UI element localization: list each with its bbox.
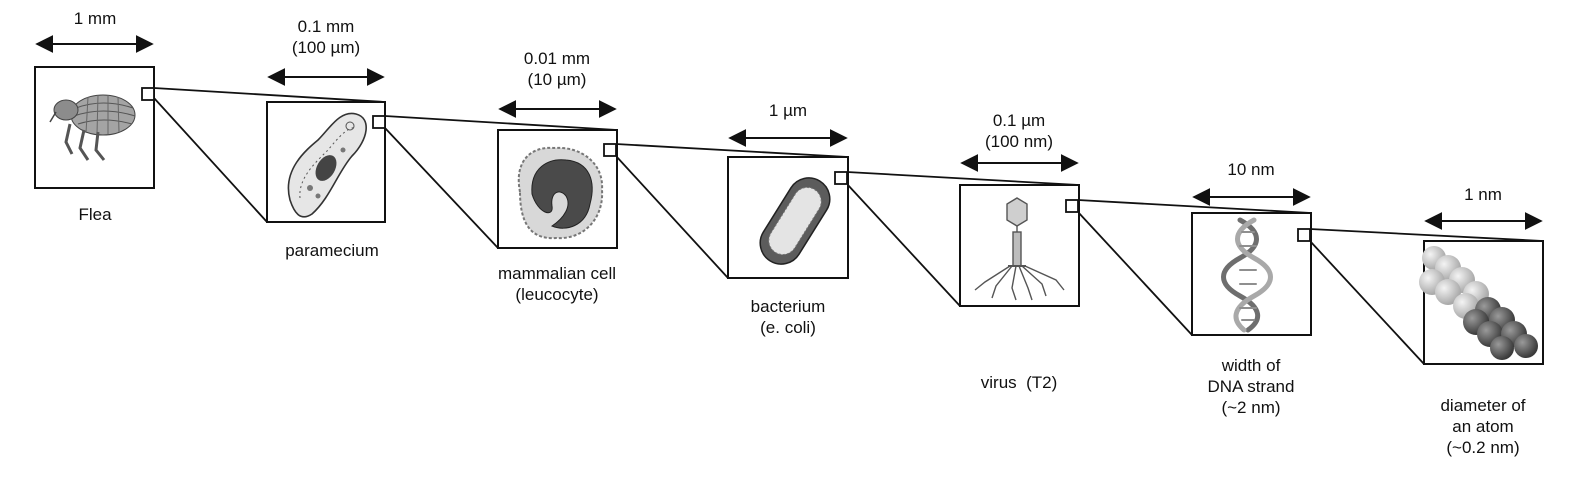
- scale-label-paramecium: 0.1 mm (100 µm): [291, 17, 361, 57]
- scale-label-mammalian-cell: 0.01 mm (10 µm): [523, 49, 591, 89]
- organism-label-dna: width of DNA strand (~2 nm): [1207, 356, 1295, 417]
- organism-label-flea: Flea: [78, 205, 112, 224]
- flea-icon: [49, 94, 136, 161]
- scale-label-flea: 1 mm: [73, 9, 117, 28]
- scale-label-bacterium: 1 µm: [768, 101, 808, 120]
- organism-label-virus: virus (T2): [980, 373, 1058, 392]
- atom-icon: [1419, 246, 1538, 360]
- organism-label-bacterium: bacterium (e. coli): [750, 297, 826, 337]
- dna-icon: [1221, 217, 1273, 333]
- scale-label-virus: 0.1 µm (100 nm): [984, 111, 1054, 151]
- organism-label-atom: diameter of an atom (~0.2 nm): [1440, 396, 1526, 457]
- leucocyte-icon: [517, 146, 604, 240]
- bacterium-icon: [759, 177, 831, 265]
- zoom-boxes: [141, 87, 1311, 242]
- paramecium-icon: [287, 112, 367, 218]
- scale-label-atom: 1 nm: [1464, 185, 1502, 204]
- virus-icon: [974, 197, 1065, 301]
- zoom-connectors: [153, 87, 1544, 365]
- organism-label-paramecium: paramecium: [285, 241, 379, 260]
- scale-label-dna: 10 nm: [1227, 160, 1275, 179]
- organism-label-mammalian-cell: mammalian cell (leucocyte): [497, 264, 617, 304]
- dna-panel: [1191, 212, 1312, 336]
- scale-arrows: [35, 35, 1543, 230]
